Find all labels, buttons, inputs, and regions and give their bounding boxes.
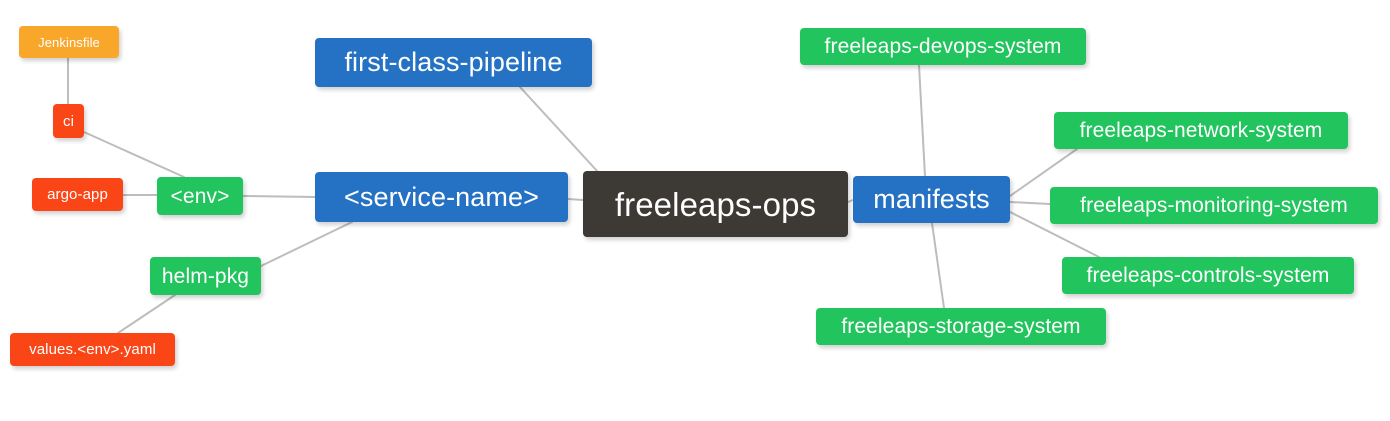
node-label-env: <env> [170,184,230,208]
mindmap-node-manifests[interactable]: manifests [853,176,1010,223]
node-label-root: freeleaps-ops [614,185,817,223]
node-label-freeleaps-controls-system: freeleaps-controls-system [1086,264,1330,287]
mindmap-node-ci[interactable]: ci [53,104,84,138]
edge-root-to-first-class-pipeline [519,86,599,173]
mindmap-node-helm-pkg[interactable]: helm-pkg [150,257,261,295]
node-label-first-class-pipeline: first-class-pipeline [344,47,563,77]
mindmap-node-service-name[interactable]: <service-name> [315,172,568,222]
edge-manifests-to-freeleaps-storage-system [931,222,945,309]
node-label-jenkinsfile: Jenkinsfile [38,34,100,50]
mindmap-node-env[interactable]: <env> [157,177,243,215]
mindmap-node-freeleaps-network-system[interactable]: freeleaps-network-system [1054,112,1348,149]
node-label-freeleaps-storage-system: freeleaps-storage-system [841,315,1081,338]
node-label-argo-app: argo-app [47,186,108,203]
mindmap-node-first-class-pipeline[interactable]: first-class-pipeline [315,38,592,87]
mindmap-node-values-yaml[interactable]: values.<env>.yaml [10,333,175,366]
mindmap-node-jenkinsfile[interactable]: Jenkinsfile [19,26,119,58]
node-label-freeleaps-monitoring-system: freeleaps-monitoring-system [1080,194,1348,217]
node-label-manifests: manifests [873,184,990,214]
mindmap-node-argo-app[interactable]: argo-app [32,178,123,211]
edge-manifests-to-freeleaps-devops-system [918,64,926,177]
edge-helm-pkg-to-values-yaml [117,294,176,334]
node-label-service-name: <service-name> [344,181,539,212]
mindmap-node-root[interactable]: freeleaps-ops [583,171,848,237]
edge-service-name-to-helm-pkg [260,221,353,267]
node-label-ci: ci [62,112,75,130]
mindmap-node-freeleaps-monitoring-system[interactable]: freeleaps-monitoring-system [1050,187,1378,224]
node-label-values-yaml: values.<env>.yaml [29,341,156,358]
mindmap-node-freeleaps-devops-system[interactable]: freeleaps-devops-system [800,28,1086,65]
edge-root-to-service-name [567,198,584,201]
mindmap-node-freeleaps-storage-system[interactable]: freeleaps-storage-system [816,308,1106,345]
node-label-helm-pkg: helm-pkg [161,264,250,288]
node-label-freeleaps-network-system: freeleaps-network-system [1079,119,1323,142]
edge-env-to-ci [83,131,185,178]
edge-service-name-to-env [242,195,316,198]
mindmap-node-freeleaps-controls-system[interactable]: freeleaps-controls-system [1062,257,1354,294]
edge-manifests-to-freeleaps-monitoring-system [1009,201,1051,205]
node-label-freeleaps-devops-system: freeleaps-devops-system [824,35,1062,58]
